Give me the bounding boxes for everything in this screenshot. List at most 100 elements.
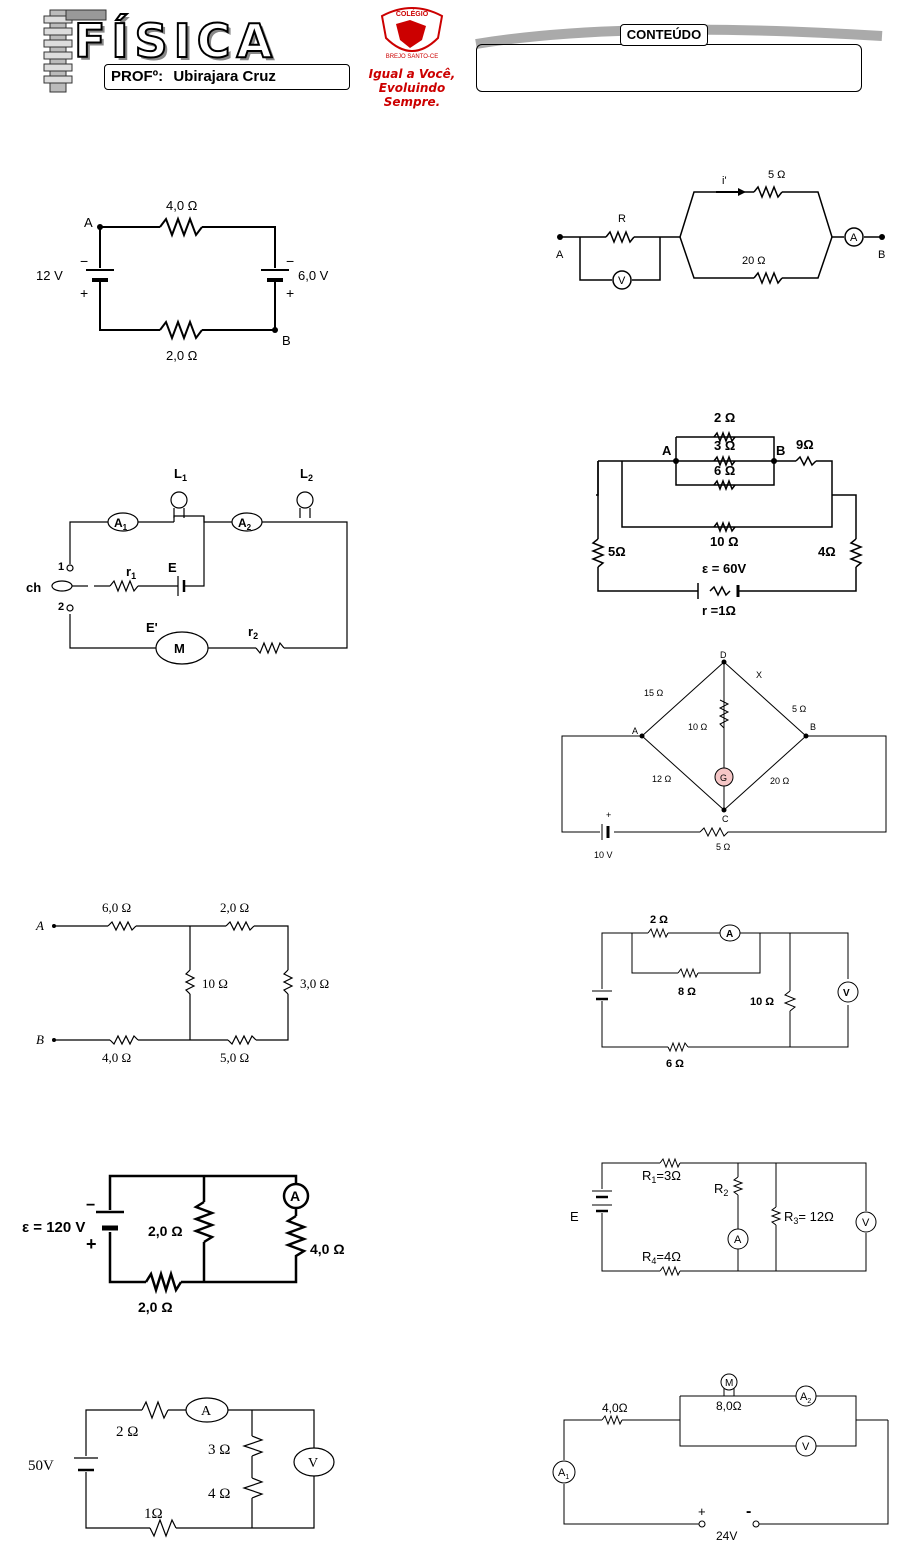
switch-icon[interactable] bbox=[51, 580, 73, 592]
voltmeter-label: V bbox=[308, 1456, 318, 1471]
teacher-box: PROFº: Ubirajara Cruz bbox=[104, 64, 350, 90]
r6-label: 6 Ω bbox=[714, 463, 735, 478]
plus-label: + bbox=[698, 1504, 706, 1519]
pos-1-label: 1 bbox=[58, 561, 64, 573]
plus-left: + bbox=[80, 285, 88, 301]
voltmeter-icon bbox=[293, 1447, 335, 1477]
r4-label: 4,0 Ω bbox=[310, 1241, 345, 1257]
plus-label: + bbox=[606, 810, 611, 820]
circuit-6: A B 6,0 Ω 2,0 Ω 10 Ω 3,0 Ω 4,0 Ω 5,0 Ω bbox=[35, 900, 329, 1065]
galvanometer-icon bbox=[714, 767, 734, 787]
switch-label: ch bbox=[26, 580, 41, 595]
r2-label: 2 Ω bbox=[714, 410, 735, 425]
r15-label: 15 Ω bbox=[644, 688, 664, 698]
ammeter-icon bbox=[185, 1397, 229, 1423]
emf-label: 50V bbox=[28, 1458, 54, 1474]
circuit-9: A V E R1=3Ω R2 R3= 12Ω R4=4Ω bbox=[570, 1157, 877, 1277]
circuit-11: M A2 V A1 4,0Ω 8,0Ω + - 24V bbox=[552, 1373, 889, 1543]
voltmeter-icon bbox=[855, 1211, 877, 1233]
r2-label: 2,0 Ω bbox=[220, 900, 249, 915]
emf-left: 12 V bbox=[36, 268, 63, 283]
pos-2-label: 2 bbox=[58, 601, 64, 613]
ammeter-2-icon bbox=[231, 512, 263, 532]
l1-label: L1 bbox=[174, 466, 187, 483]
r8-label: 8,0Ω bbox=[716, 1399, 742, 1413]
r12-label: 12 Ω bbox=[652, 774, 672, 784]
r10-label: 10 Ω bbox=[750, 996, 774, 1008]
r6-label: 6 Ω bbox=[666, 1058, 684, 1070]
galvanometer-label: G bbox=[720, 773, 727, 783]
r-bottom-label: 2,0 Ω bbox=[166, 348, 198, 363]
subject-title: FÍSICA bbox=[73, 13, 279, 69]
emf-right: 6,0 V bbox=[298, 268, 329, 283]
r3-label: 3,0 Ω bbox=[300, 976, 329, 991]
emf-label: 24V bbox=[716, 1529, 737, 1543]
minus-left: − bbox=[80, 253, 88, 269]
node-b: B bbox=[810, 722, 816, 732]
r4-label: 4,0Ω bbox=[602, 1401, 628, 1415]
plus-right: + bbox=[286, 285, 294, 301]
ammeter-icon bbox=[844, 227, 864, 247]
node-b: B bbox=[36, 1032, 44, 1047]
ammeter-1-icon bbox=[107, 512, 139, 532]
a1-label: A1 bbox=[114, 516, 128, 532]
r3-label: 3 Ω bbox=[208, 1442, 230, 1458]
lamp-1-icon bbox=[170, 491, 188, 509]
minus-right: − bbox=[286, 253, 294, 269]
emf-label: ε = 60V bbox=[702, 561, 746, 576]
r5-label: 5Ω bbox=[608, 544, 626, 559]
emf-label: 10 V bbox=[594, 850, 613, 860]
node-b: B bbox=[878, 249, 885, 261]
voltmeter-icon bbox=[795, 1435, 817, 1457]
node-a: A bbox=[84, 215, 93, 230]
motor-label: M bbox=[174, 641, 185, 656]
r3-label: 3 Ω bbox=[714, 438, 735, 453]
minus-label: - bbox=[746, 1503, 751, 1520]
node-a: A bbox=[556, 249, 564, 261]
r8-label: 8 Ω bbox=[678, 986, 696, 998]
logo-city: BREJO SANTO-CE bbox=[386, 54, 439, 60]
ammeter-icon bbox=[719, 924, 741, 942]
voltmeter-icon bbox=[837, 981, 859, 1003]
r4-label: R4=4Ω bbox=[642, 1249, 681, 1266]
r2-label: 2 Ω bbox=[650, 914, 668, 926]
ammeter-label: A bbox=[734, 1234, 742, 1246]
logo-line1: COLÉGIO bbox=[396, 9, 429, 18]
circuit-4: 2 Ω 3 Ω 6 Ω 9Ω 10 Ω 5Ω 4Ω A B ε = 60V r … bbox=[590, 410, 864, 618]
school-logo: COLÉGIO BREJO SANTO-CE Igual a Você, Evo… bbox=[352, 4, 472, 109]
plus-label: + bbox=[86, 1234, 97, 1254]
a2-label: A2 bbox=[238, 516, 252, 532]
lamp-2-icon bbox=[296, 491, 314, 509]
spring-logo-icon bbox=[43, 9, 107, 93]
a1-label: A1 bbox=[558, 1467, 569, 1481]
node-d: D bbox=[720, 650, 727, 660]
content-box[interactable] bbox=[476, 44, 862, 92]
motor-icon bbox=[155, 631, 209, 665]
current-label: i' bbox=[722, 175, 727, 187]
motor-label: M bbox=[725, 1378, 733, 1389]
ep-label: E' bbox=[146, 620, 158, 635]
r4-label: 4Ω bbox=[818, 544, 836, 559]
r2a-label: 2,0 Ω bbox=[148, 1223, 183, 1239]
r10-label: 10 Ω bbox=[688, 722, 708, 732]
circuit-8: A ε = 120 V − + 2,0 Ω 4,0 Ω 2,0 Ω bbox=[22, 1174, 345, 1315]
node-a: A bbox=[35, 918, 44, 933]
motor-icon bbox=[720, 1373, 738, 1391]
r-label: R bbox=[618, 213, 626, 225]
node-a: A bbox=[632, 726, 638, 736]
ammeter-label: A bbox=[290, 1188, 300, 1204]
r-internal-label: r =1Ω bbox=[702, 603, 736, 618]
school-crest-icon: COLÉGIO BREJO SANTO-CE bbox=[380, 7, 444, 60]
r10-label: 10 Ω bbox=[202, 976, 228, 991]
r2-label: 2 Ω bbox=[116, 1424, 138, 1440]
rb-label: 5 Ω bbox=[716, 842, 731, 852]
r9-label: 9Ω bbox=[796, 437, 814, 452]
r10-label: 10 Ω bbox=[710, 534, 739, 549]
l2-label: L2 bbox=[300, 466, 313, 483]
r-top-label: 4,0 Ω bbox=[166, 198, 198, 213]
r1-label: r1 bbox=[126, 564, 136, 581]
r6-label: 6,0 Ω bbox=[102, 900, 131, 915]
voltmeter-label: V bbox=[862, 1217, 870, 1229]
r3-label: R3= 12Ω bbox=[784, 1209, 834, 1226]
r2-label: r2 bbox=[248, 624, 258, 641]
